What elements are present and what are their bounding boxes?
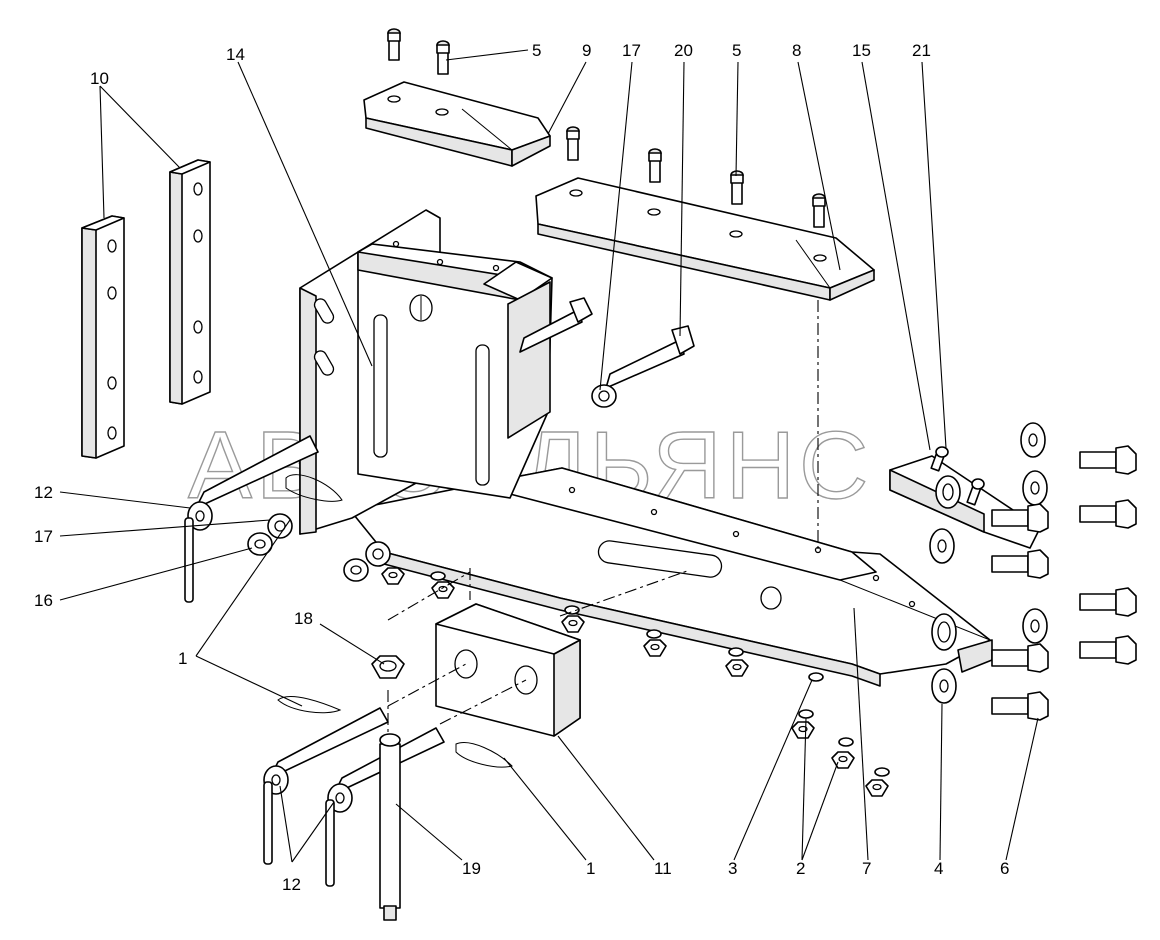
callout-labels: 10 14 5 9 17 20 5 8 15 21 12 17 16 1 18 … bbox=[34, 41, 1009, 894]
r-clips-part-1 bbox=[277, 474, 513, 768]
callout-11: 11 bbox=[654, 859, 672, 878]
callout-16: 16 bbox=[34, 591, 53, 610]
l-pins-part-12 bbox=[184, 435, 445, 887]
long-bolt-part-20 bbox=[591, 325, 695, 408]
callout-19: 19 bbox=[462, 859, 481, 878]
callout-5-right: 5 bbox=[732, 41, 741, 60]
callout-17-left: 17 bbox=[34, 527, 53, 546]
leader-lines bbox=[59, 49, 1039, 863]
lock-washers-part-3 bbox=[430, 571, 890, 777]
nut-part-16 bbox=[247, 532, 369, 582]
callout-1-left: 1 bbox=[178, 649, 187, 668]
callout-1-bottom: 1 bbox=[586, 859, 595, 878]
callout-20: 20 bbox=[674, 41, 693, 60]
small-nuts-part-2 bbox=[381, 567, 889, 797]
callout-14: 14 bbox=[226, 45, 245, 64]
callout-5-left: 5 bbox=[532, 41, 541, 60]
wedge-plate-part-8 bbox=[535, 177, 875, 301]
hex-bolts-part-6 bbox=[991, 445, 1137, 721]
callout-10: 10 bbox=[90, 69, 109, 88]
washer-part-17 bbox=[267, 513, 391, 567]
callout-6: 6 bbox=[1000, 859, 1009, 878]
callout-21: 21 bbox=[912, 41, 931, 60]
callout-2: 2 bbox=[796, 859, 805, 878]
center-lines bbox=[387, 300, 819, 736]
washers-part-4 bbox=[929, 422, 1048, 704]
callout-7: 7 bbox=[862, 859, 871, 878]
small-bracket-part-15 bbox=[889, 446, 1041, 549]
flat-bar-part-10 bbox=[81, 159, 211, 459]
main-beam-part-7 bbox=[349, 467, 993, 687]
callout-18: 18 bbox=[294, 609, 313, 628]
bracket-bolt bbox=[519, 297, 593, 353]
callout-3: 3 bbox=[728, 859, 737, 878]
callout-17-top: 17 bbox=[622, 41, 641, 60]
callout-9: 9 bbox=[582, 41, 591, 60]
callout-15: 15 bbox=[852, 41, 871, 60]
mounting-bracket-part-14 bbox=[299, 209, 553, 535]
block-part-11 bbox=[435, 603, 581, 737]
callout-8: 8 bbox=[792, 41, 801, 60]
wedge-plate-part-9 bbox=[363, 81, 551, 167]
t-pin-part-19 bbox=[379, 733, 401, 921]
callout-4: 4 bbox=[934, 859, 943, 878]
callout-12-bottom: 12 bbox=[282, 875, 301, 894]
callout-12-left: 12 bbox=[34, 483, 53, 502]
